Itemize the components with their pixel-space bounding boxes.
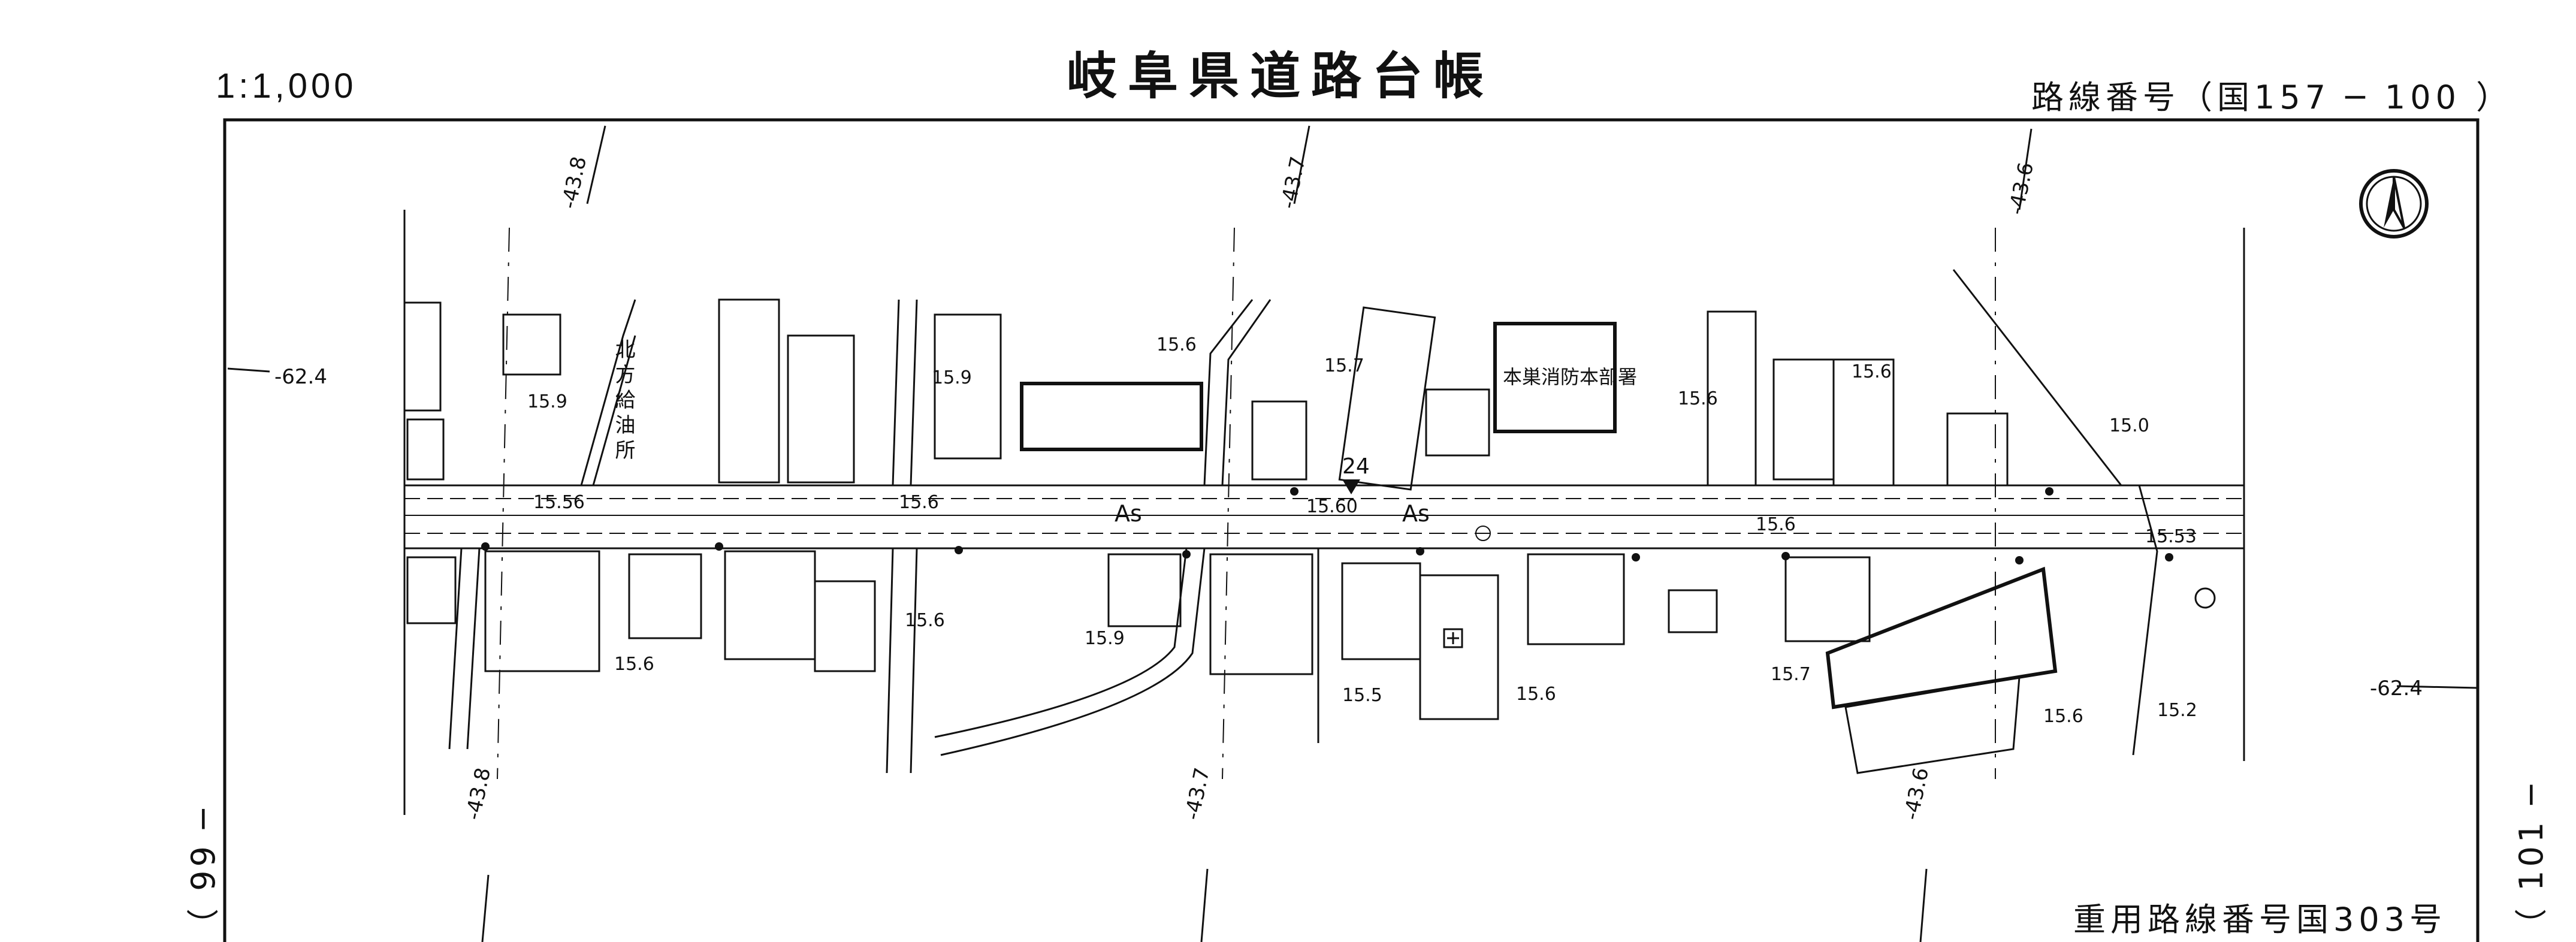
elevation-label: 15.9 [527,391,567,412]
building-labels: 北方給油所 本巣消防本部署 [611,339,1637,464]
grid-label: -43.6 [1899,765,1934,822]
svg-text:24: 24 [1342,454,1370,479]
elevation-label: 15.6 [614,654,654,675]
grid-label: -43.6 [2004,160,2039,216]
elevation-label: 15.6 [899,492,939,513]
road-surface-labels: As As [1115,500,1430,527]
elevation-labels: 15.9 15.6 15.9 15.7 15.6 15.6 15.0 15.56… [527,334,2197,727]
kitakata-station-label: 北方給油所 [611,339,635,464]
grid-label: -62.4 [274,365,327,389]
hospital-cross-icon [1443,628,1463,648]
elevation-label: 15.6 [2043,706,2083,727]
grid-label: -43.7 [1180,765,1215,822]
grid-lines [227,125,2478,942]
elevation-label: 15.2 [2157,700,2197,721]
road-surface-label: As [1115,500,1142,527]
fire-station-label: 本巣消防本部署 [1503,366,1637,388]
post-office-icon [1475,526,1491,541]
elevation-label: 15.0 [2109,415,2149,436]
elevation-label: 15.6 [1678,388,1718,409]
grid-label: -43.8 [461,765,496,822]
grid-label: -62.4 [2370,677,2423,701]
elevation-label: 15.6 [1516,684,1556,705]
road-surface-label: As [1402,500,1430,527]
buildings-north [403,298,2009,491]
elevation-label: 15.5 [1342,685,1382,706]
utility-poles [481,487,2173,564]
overlap-route-label: 重用路線番号国303号 [2073,901,2447,938]
elevation-label: 15.56 [533,492,585,513]
route-number-label: 路線番号（国157 ─ 100 ） [2031,78,2514,116]
scale-label: 1:1,000 [216,67,357,105]
elevation-label: 15.6 [1156,334,1197,355]
parking-icon [2194,587,2216,609]
elevation-label: 15.60 [1306,496,1358,517]
elevation-label: 15.9 [932,367,972,388]
elevation-label: 15.7 [1324,355,1364,376]
fire-station-building [1493,322,1617,433]
elevation-label: 15.7 [1771,664,1811,685]
survey-point: 24 [1342,454,1370,494]
map-frame [223,118,2480,942]
grid-label: -43.7 [1276,154,1310,210]
elevation-label: 15.6 [1756,514,1796,535]
buildings-south [406,550,2058,774]
grid-label: -43.8 [557,154,591,210]
sheet-title: 岐阜県道路台帳 [1067,47,1495,105]
elevation-label: 15.9 [1085,628,1125,649]
elevation-label: 15.53 [2145,526,2197,547]
north-arrow-icon [2359,169,2429,238]
elevation-label: 15.6 [1852,361,1892,382]
elevation-label: 15.6 [905,610,945,631]
side-roads [448,269,2158,774]
